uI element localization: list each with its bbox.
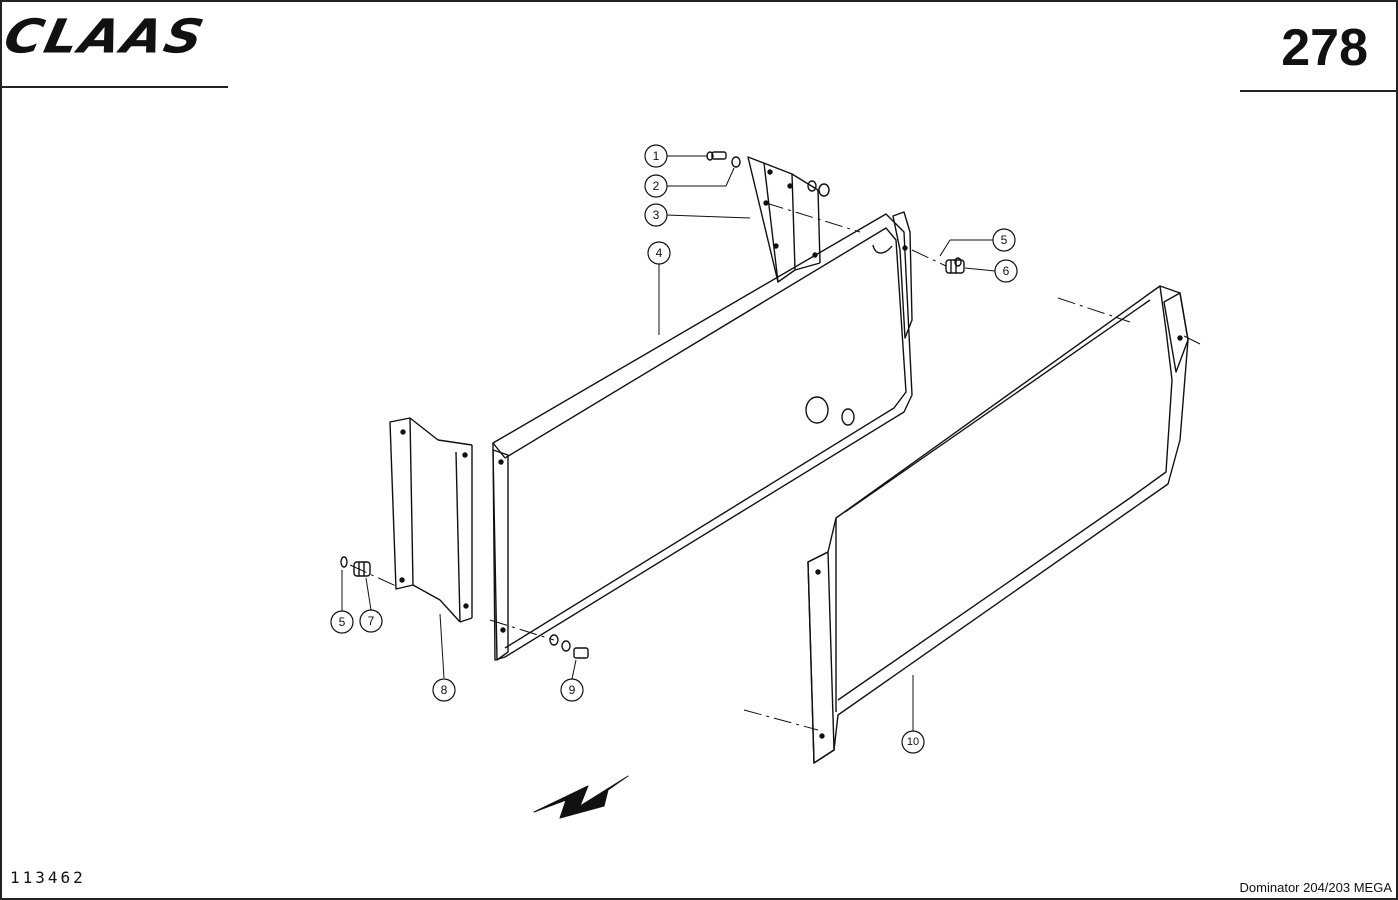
svg-text:7: 7 [368,614,375,628]
callout-7: 7 [359,609,383,633]
center-lines [349,202,1201,731]
callout-1: 1 [644,144,668,168]
callout-6: 6 [994,259,1018,283]
model-name: Dominator 204/203 MEGA [1239,880,1392,895]
svg-text:4: 4 [656,246,663,260]
svg-text:10: 10 [907,736,919,748]
frame-right-line [1396,0,1398,900]
callout-10: 10 [901,730,925,754]
part-8-lower-bracket [389,417,473,623]
callout-9: 9 [560,678,584,702]
svg-text:6: 6 [1003,264,1010,278]
header-rule-right [1240,90,1398,92]
frame-bottom-line [0,898,1398,900]
document-number: 113462 [10,868,86,887]
svg-text:9: 9 [569,683,576,697]
page-number: 278 [1281,19,1368,77]
svg-text:5: 5 [339,615,346,629]
callout-2: 2 [644,174,668,198]
part-4-side-panel [492,211,913,661]
callout-5-left: 5 [330,610,354,634]
leader-lines [341,155,996,731]
svg-text:1: 1 [653,149,660,163]
hardware-items [340,151,965,659]
svg-text:2: 2 [653,179,660,193]
callout-5-right: 5 [992,228,1016,252]
callout-3: 3 [644,203,668,227]
direction-arrow [533,775,629,819]
callout-4: 4 [647,241,671,265]
frame-top-line [0,0,1398,2]
svg-text:3: 3 [653,208,660,222]
part-3-upper-bracket [747,156,821,283]
svg-text:8: 8 [441,683,448,697]
callout-8: 8 [432,678,456,702]
svg-text:5: 5 [1001,233,1008,247]
frame-left-line [0,0,2,900]
header-rule-left [0,86,228,88]
part-10-side-panel [807,285,1189,764]
